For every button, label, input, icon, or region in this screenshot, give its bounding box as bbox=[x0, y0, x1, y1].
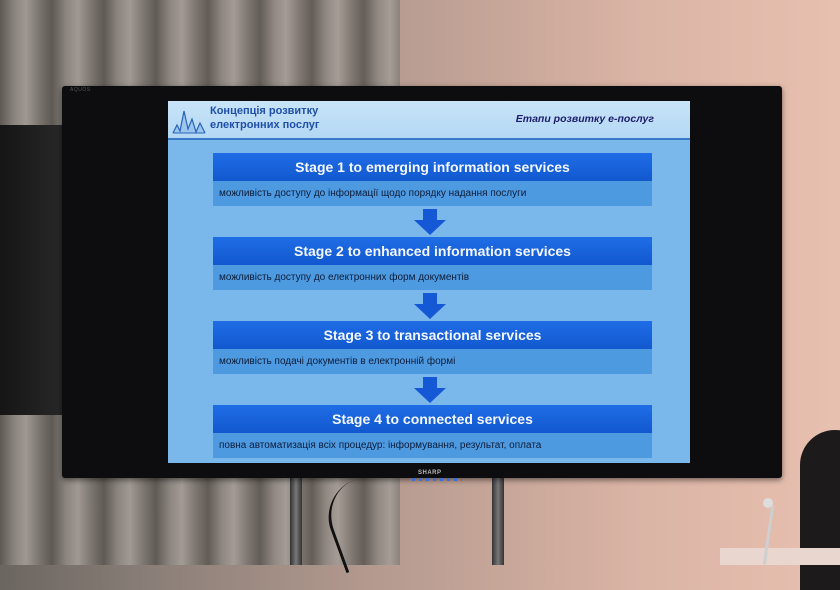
stage-description: повна автоматизація всіх процедур: інфор… bbox=[213, 433, 652, 458]
stage-description: можливість подачі документів в електронн… bbox=[213, 349, 652, 374]
desk bbox=[720, 548, 840, 565]
slide-header-title: Концепція розвитку електронних послуг bbox=[210, 105, 320, 131]
presentation-slide: Концепція розвитку електронних послуг Ет… bbox=[168, 101, 690, 463]
down-arrow-icon bbox=[414, 293, 446, 319]
down-arrow-icon bbox=[414, 209, 446, 235]
stage-title: Stage 3 to transactional services bbox=[213, 321, 652, 349]
tv-brand-logo: SHARP bbox=[418, 470, 442, 476]
tv-brand-top: AQUOS bbox=[70, 87, 91, 93]
person-silhouette bbox=[800, 430, 840, 590]
microphone-icon bbox=[763, 498, 773, 508]
down-arrow-icon bbox=[414, 377, 446, 403]
chart-logo-icon bbox=[172, 110, 206, 134]
tv-stand-left bbox=[290, 470, 302, 565]
stage-description: можливість доступу до інформації щодо по… bbox=[213, 181, 652, 206]
stage-description: можливість доступу до електронних форм д… bbox=[213, 265, 652, 290]
tv-indicator-lights bbox=[412, 478, 462, 481]
stage-title: Stage 1 to emerging information services bbox=[213, 153, 652, 181]
stage-block-3: Stage 3 to transactional services можлив… bbox=[213, 321, 652, 376]
tv-stand-right bbox=[492, 470, 504, 565]
stage-title: Stage 2 to enhanced information services bbox=[213, 237, 652, 265]
stage-title: Stage 4 to connected services bbox=[213, 405, 652, 433]
stage-block-2: Stage 2 to enhanced information services… bbox=[213, 237, 652, 292]
slide-header-subtitle: Етапи розвитку е-послуг bbox=[515, 113, 654, 125]
speaker-cabinet bbox=[0, 125, 70, 415]
stage-block-1: Stage 1 to emerging information services… bbox=[213, 153, 652, 208]
stage-block-4: Stage 4 to connected services повна авто… bbox=[213, 405, 652, 460]
slide-header: Концепція розвитку електронних послуг Ет… bbox=[168, 101, 690, 140]
